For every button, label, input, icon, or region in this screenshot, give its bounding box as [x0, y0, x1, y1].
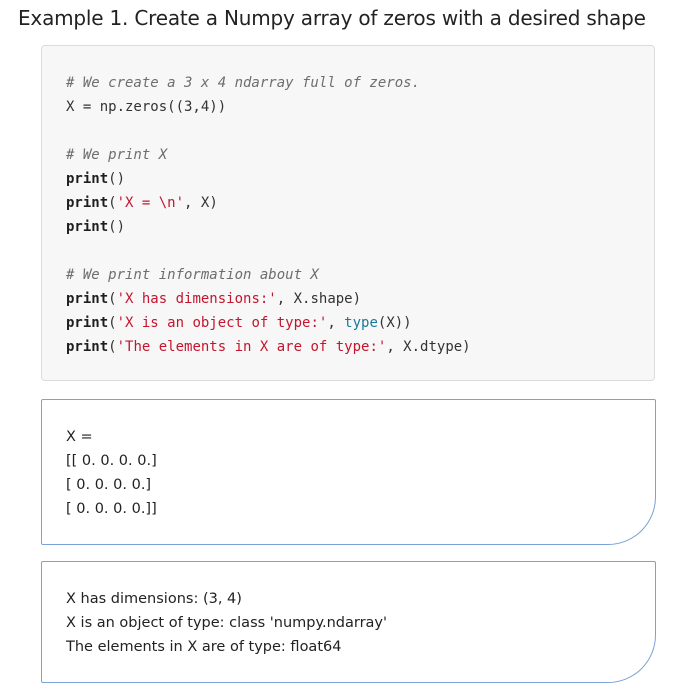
code-text: ( [108, 195, 117, 211]
code-keyword: print [66, 219, 109, 235]
code-string: 'The elements in X are of type:' [116, 339, 387, 355]
code-string: 'X has dimensions:' [116, 291, 277, 307]
code-text: ( [108, 291, 117, 307]
code-text: (X)) [377, 315, 412, 331]
code-line: # We create a 3 x 4 ndarray full of zero… [66, 71, 420, 95]
code-line: print('X is an object of type:', type(X)… [66, 311, 412, 335]
code-string: 'X = \n' [116, 195, 185, 211]
code-keyword: print [66, 315, 109, 331]
code-block: # We create a 3 x 4 ndarray full of zero… [41, 45, 655, 381]
code-builtin: type [344, 315, 378, 331]
code-comment: # We print information about X [66, 267, 319, 283]
code-string: 'X is an object of type:' [116, 315, 328, 331]
code-text: X = np.zeros((3,4)) [66, 99, 227, 115]
code-keyword: print [66, 171, 109, 187]
code-text: , X.dtype) [386, 339, 471, 355]
code-comment: # We create a 3 x 4 ndarray full of zero… [66, 75, 421, 91]
code-text: ( [108, 315, 117, 331]
code-keyword: print [66, 339, 109, 355]
output-line: [[ 0. 0. 0. 0.] [66, 453, 157, 469]
output-line: [ 0. 0. 0. 0.]] [66, 501, 157, 517]
code-keyword: print [66, 195, 109, 211]
code-text: ( [108, 339, 117, 355]
output-line: X = [66, 429, 93, 445]
code-line: print('X = \n', X) [66, 191, 218, 215]
code-text: () [108, 219, 126, 235]
code-line: # We print X [66, 143, 167, 167]
output-block-array: X = [[ 0. 0. 0. 0.] [ 0. 0. 0. 0.] [ 0. … [41, 399, 656, 545]
code-keyword: print [66, 291, 109, 307]
output-line: X has dimensions: (3, 4) [66, 591, 242, 607]
code-comment: # We print X [66, 147, 168, 163]
code-text: , X.shape) [276, 291, 362, 307]
code-line: X = np.zeros((3,4)) [66, 95, 226, 119]
code-text: , [327, 315, 345, 331]
output-line: The elements in X are of type: float64 [66, 639, 342, 655]
code-line: print('The elements in X are of type:', … [66, 335, 471, 359]
code-text: () [108, 171, 126, 187]
code-text: , X) [184, 195, 218, 211]
code-line: print('X has dimensions:', X.shape) [66, 287, 361, 311]
output-line: [ 0. 0. 0. 0.] [66, 477, 152, 493]
code-line: print() [66, 215, 125, 239]
output-block-info: X has dimensions: (3, 4) X is an object … [41, 561, 656, 683]
output-line: X is an object of type: class 'numpy.nda… [66, 615, 388, 631]
page-title: Example 1. Create a Numpy array of zeros… [18, 6, 646, 30]
code-line: print() [66, 167, 125, 191]
code-line: # We print information about X [66, 263, 319, 287]
